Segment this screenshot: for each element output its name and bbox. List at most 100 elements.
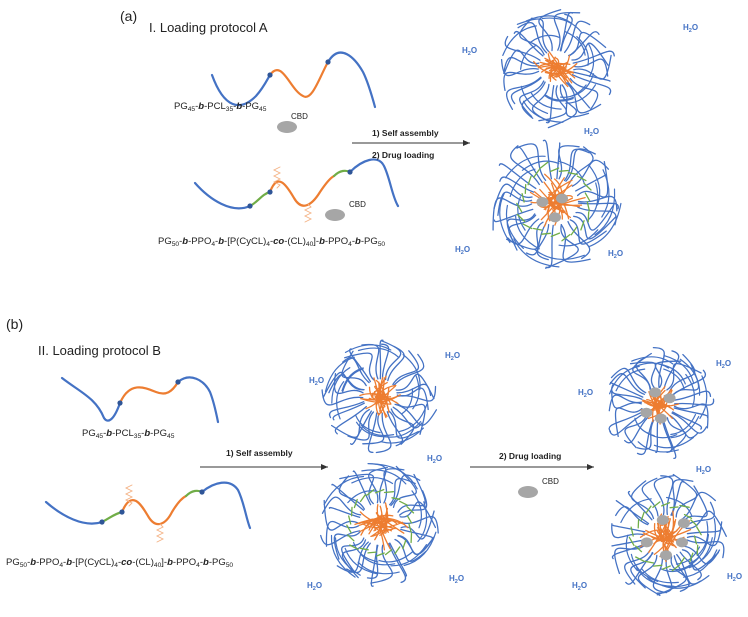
corona-chain bbox=[331, 367, 351, 404]
corona-chain bbox=[679, 491, 716, 521]
corona-chain bbox=[325, 520, 360, 547]
core-chain bbox=[544, 62, 578, 75]
spacer-chain bbox=[353, 498, 358, 509]
spacer-chain bbox=[399, 500, 408, 506]
corona-chain bbox=[685, 373, 695, 408]
spacer-chain bbox=[628, 536, 635, 547]
corona-chain bbox=[374, 463, 418, 490]
corona-chain bbox=[336, 381, 345, 420]
junction-dot bbox=[99, 519, 105, 525]
corona-chain bbox=[390, 474, 421, 507]
core-chain bbox=[359, 517, 388, 533]
corona-chain bbox=[688, 537, 713, 569]
cbd-drug-particle bbox=[660, 550, 672, 561]
cbd-label-b: CBD bbox=[542, 477, 559, 486]
spacer-chain bbox=[696, 526, 702, 536]
spacer-chain bbox=[661, 502, 671, 507]
spacer-chain bbox=[558, 169, 569, 172]
corona-chain bbox=[637, 441, 679, 453]
spacer-chain bbox=[375, 552, 385, 557]
spacer-chain bbox=[406, 506, 415, 514]
corona-chain bbox=[563, 148, 590, 182]
corona-chain bbox=[321, 496, 362, 516]
formula-pcl-a: PG45-b-PCL35-b-PG45 bbox=[174, 101, 267, 113]
core-chain bbox=[543, 181, 563, 220]
corona-chain bbox=[545, 223, 579, 269]
corona-chain bbox=[357, 347, 400, 359]
spacer-chain bbox=[561, 233, 571, 242]
spacer-chain bbox=[669, 506, 679, 509]
corona-chain bbox=[683, 549, 718, 578]
core-chain bbox=[644, 402, 675, 411]
core-chain bbox=[651, 386, 666, 423]
corona-chain bbox=[390, 544, 428, 567]
cbd-label-a1: CBD bbox=[291, 112, 308, 121]
corona-chain bbox=[521, 160, 560, 171]
corona-chain bbox=[519, 80, 545, 118]
micelle-empty-b2 bbox=[320, 462, 439, 587]
corona-chain bbox=[400, 528, 434, 540]
core-chain bbox=[361, 521, 393, 532]
water-label: H2O bbox=[427, 454, 443, 465]
corona-chain bbox=[341, 537, 365, 574]
corona-chain bbox=[641, 568, 679, 584]
corona-chain bbox=[499, 176, 535, 193]
corona-chain bbox=[392, 406, 423, 429]
spacer-chain bbox=[532, 227, 543, 231]
corona-chain bbox=[611, 539, 646, 547]
corona-chain bbox=[608, 394, 643, 412]
corona-chain bbox=[503, 56, 539, 74]
corona-chain bbox=[334, 537, 361, 576]
corona-chain bbox=[641, 477, 659, 517]
corona-chain bbox=[394, 538, 427, 563]
corona-chain bbox=[370, 544, 378, 587]
corona-chain bbox=[393, 353, 425, 387]
junction-dot bbox=[347, 169, 353, 175]
panel-a-letter: (a) bbox=[120, 8, 138, 24]
spacer-chain bbox=[652, 501, 661, 509]
polymer-chain-cycl-b bbox=[44, 481, 252, 543]
corona-chain bbox=[699, 375, 708, 419]
step-drug-loading-a: 2) Drug loading bbox=[372, 150, 435, 160]
spacer-chain bbox=[630, 526, 634, 537]
step-drug-loading-b: 2) Drug loading bbox=[499, 451, 562, 461]
corona-chain bbox=[666, 496, 693, 517]
spacer-chain bbox=[402, 539, 407, 550]
corona-chain bbox=[396, 387, 429, 411]
corona-chain bbox=[663, 355, 694, 383]
corona-chain bbox=[560, 13, 573, 52]
corona-chain bbox=[493, 208, 534, 223]
cbd-drug-particle bbox=[654, 413, 667, 424]
spacer-chain bbox=[346, 534, 355, 542]
corona-chain bbox=[636, 567, 675, 587]
corona-chain bbox=[361, 469, 407, 485]
corona-chain bbox=[355, 421, 388, 438]
water-label: H2O bbox=[727, 572, 743, 583]
spacer-chain bbox=[348, 515, 352, 525]
spacer-chain bbox=[635, 556, 645, 562]
corona-chain bbox=[624, 415, 647, 449]
corona-chain bbox=[367, 412, 378, 454]
corona-chain bbox=[610, 367, 647, 394]
corona-chain bbox=[344, 344, 392, 353]
core-chain bbox=[654, 396, 661, 414]
corona-chain bbox=[351, 476, 394, 485]
corona-chain bbox=[566, 81, 591, 109]
corona-chain bbox=[330, 408, 370, 438]
corona-chain bbox=[560, 84, 587, 98]
corona-chain bbox=[323, 499, 360, 531]
corona-chain bbox=[575, 204, 615, 231]
corona-chain bbox=[355, 414, 381, 434]
spacer-chain bbox=[583, 182, 592, 191]
corona-chain bbox=[324, 356, 355, 392]
water-label: H2O bbox=[572, 581, 588, 592]
corona-chain bbox=[567, 220, 591, 260]
corona-chain bbox=[509, 168, 536, 197]
spacer-chain bbox=[549, 167, 560, 173]
spacer-chain bbox=[690, 519, 698, 527]
corona-chain bbox=[646, 432, 678, 439]
junction-dot bbox=[117, 400, 123, 406]
corona-chain bbox=[388, 410, 419, 439]
polymer-chain-pcl-a bbox=[210, 51, 377, 109]
